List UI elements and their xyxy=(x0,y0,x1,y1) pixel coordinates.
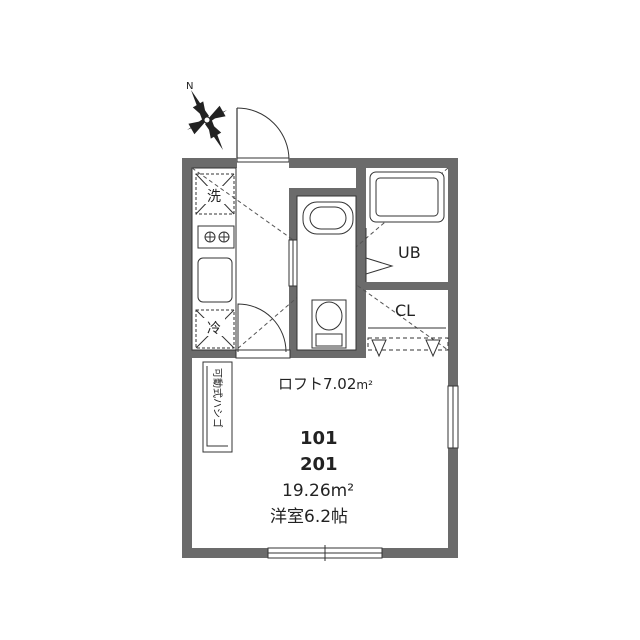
closet-label: CL xyxy=(395,301,415,320)
washer-label: 洗 xyxy=(207,189,221,205)
unit-number-2: 201 xyxy=(300,454,338,475)
unit-number-1: 101 xyxy=(300,428,338,449)
room-type-label: 洋室6.2帖 xyxy=(270,507,348,527)
outer-walls xyxy=(182,158,458,558)
entrance-door xyxy=(236,107,290,163)
loft-ladder xyxy=(202,361,233,453)
unit-bath xyxy=(369,171,445,223)
compass-north-label: N xyxy=(186,81,193,92)
unit-bath-door xyxy=(365,228,394,282)
unit-bath-label: UB xyxy=(398,243,421,262)
ladder-label: 可動式ハシゴ xyxy=(211,368,224,428)
sink-icon xyxy=(197,257,233,303)
closet-rail xyxy=(367,327,449,358)
kitchen-counter xyxy=(191,167,237,351)
compass-rose-icon: N xyxy=(186,81,227,150)
toilet-door xyxy=(288,239,298,287)
room-door xyxy=(235,303,291,359)
stove-icon xyxy=(197,225,235,249)
washer-label-bg xyxy=(203,186,225,204)
fridge-label-bg xyxy=(203,318,225,336)
fridge-label: 冷 xyxy=(207,321,221,337)
loft-label: ロフト7.02m² xyxy=(278,375,373,393)
side-window xyxy=(447,385,459,449)
bottom-window xyxy=(267,545,383,561)
unit-area: 19.26m² xyxy=(282,481,354,501)
toilet-room xyxy=(296,195,357,351)
